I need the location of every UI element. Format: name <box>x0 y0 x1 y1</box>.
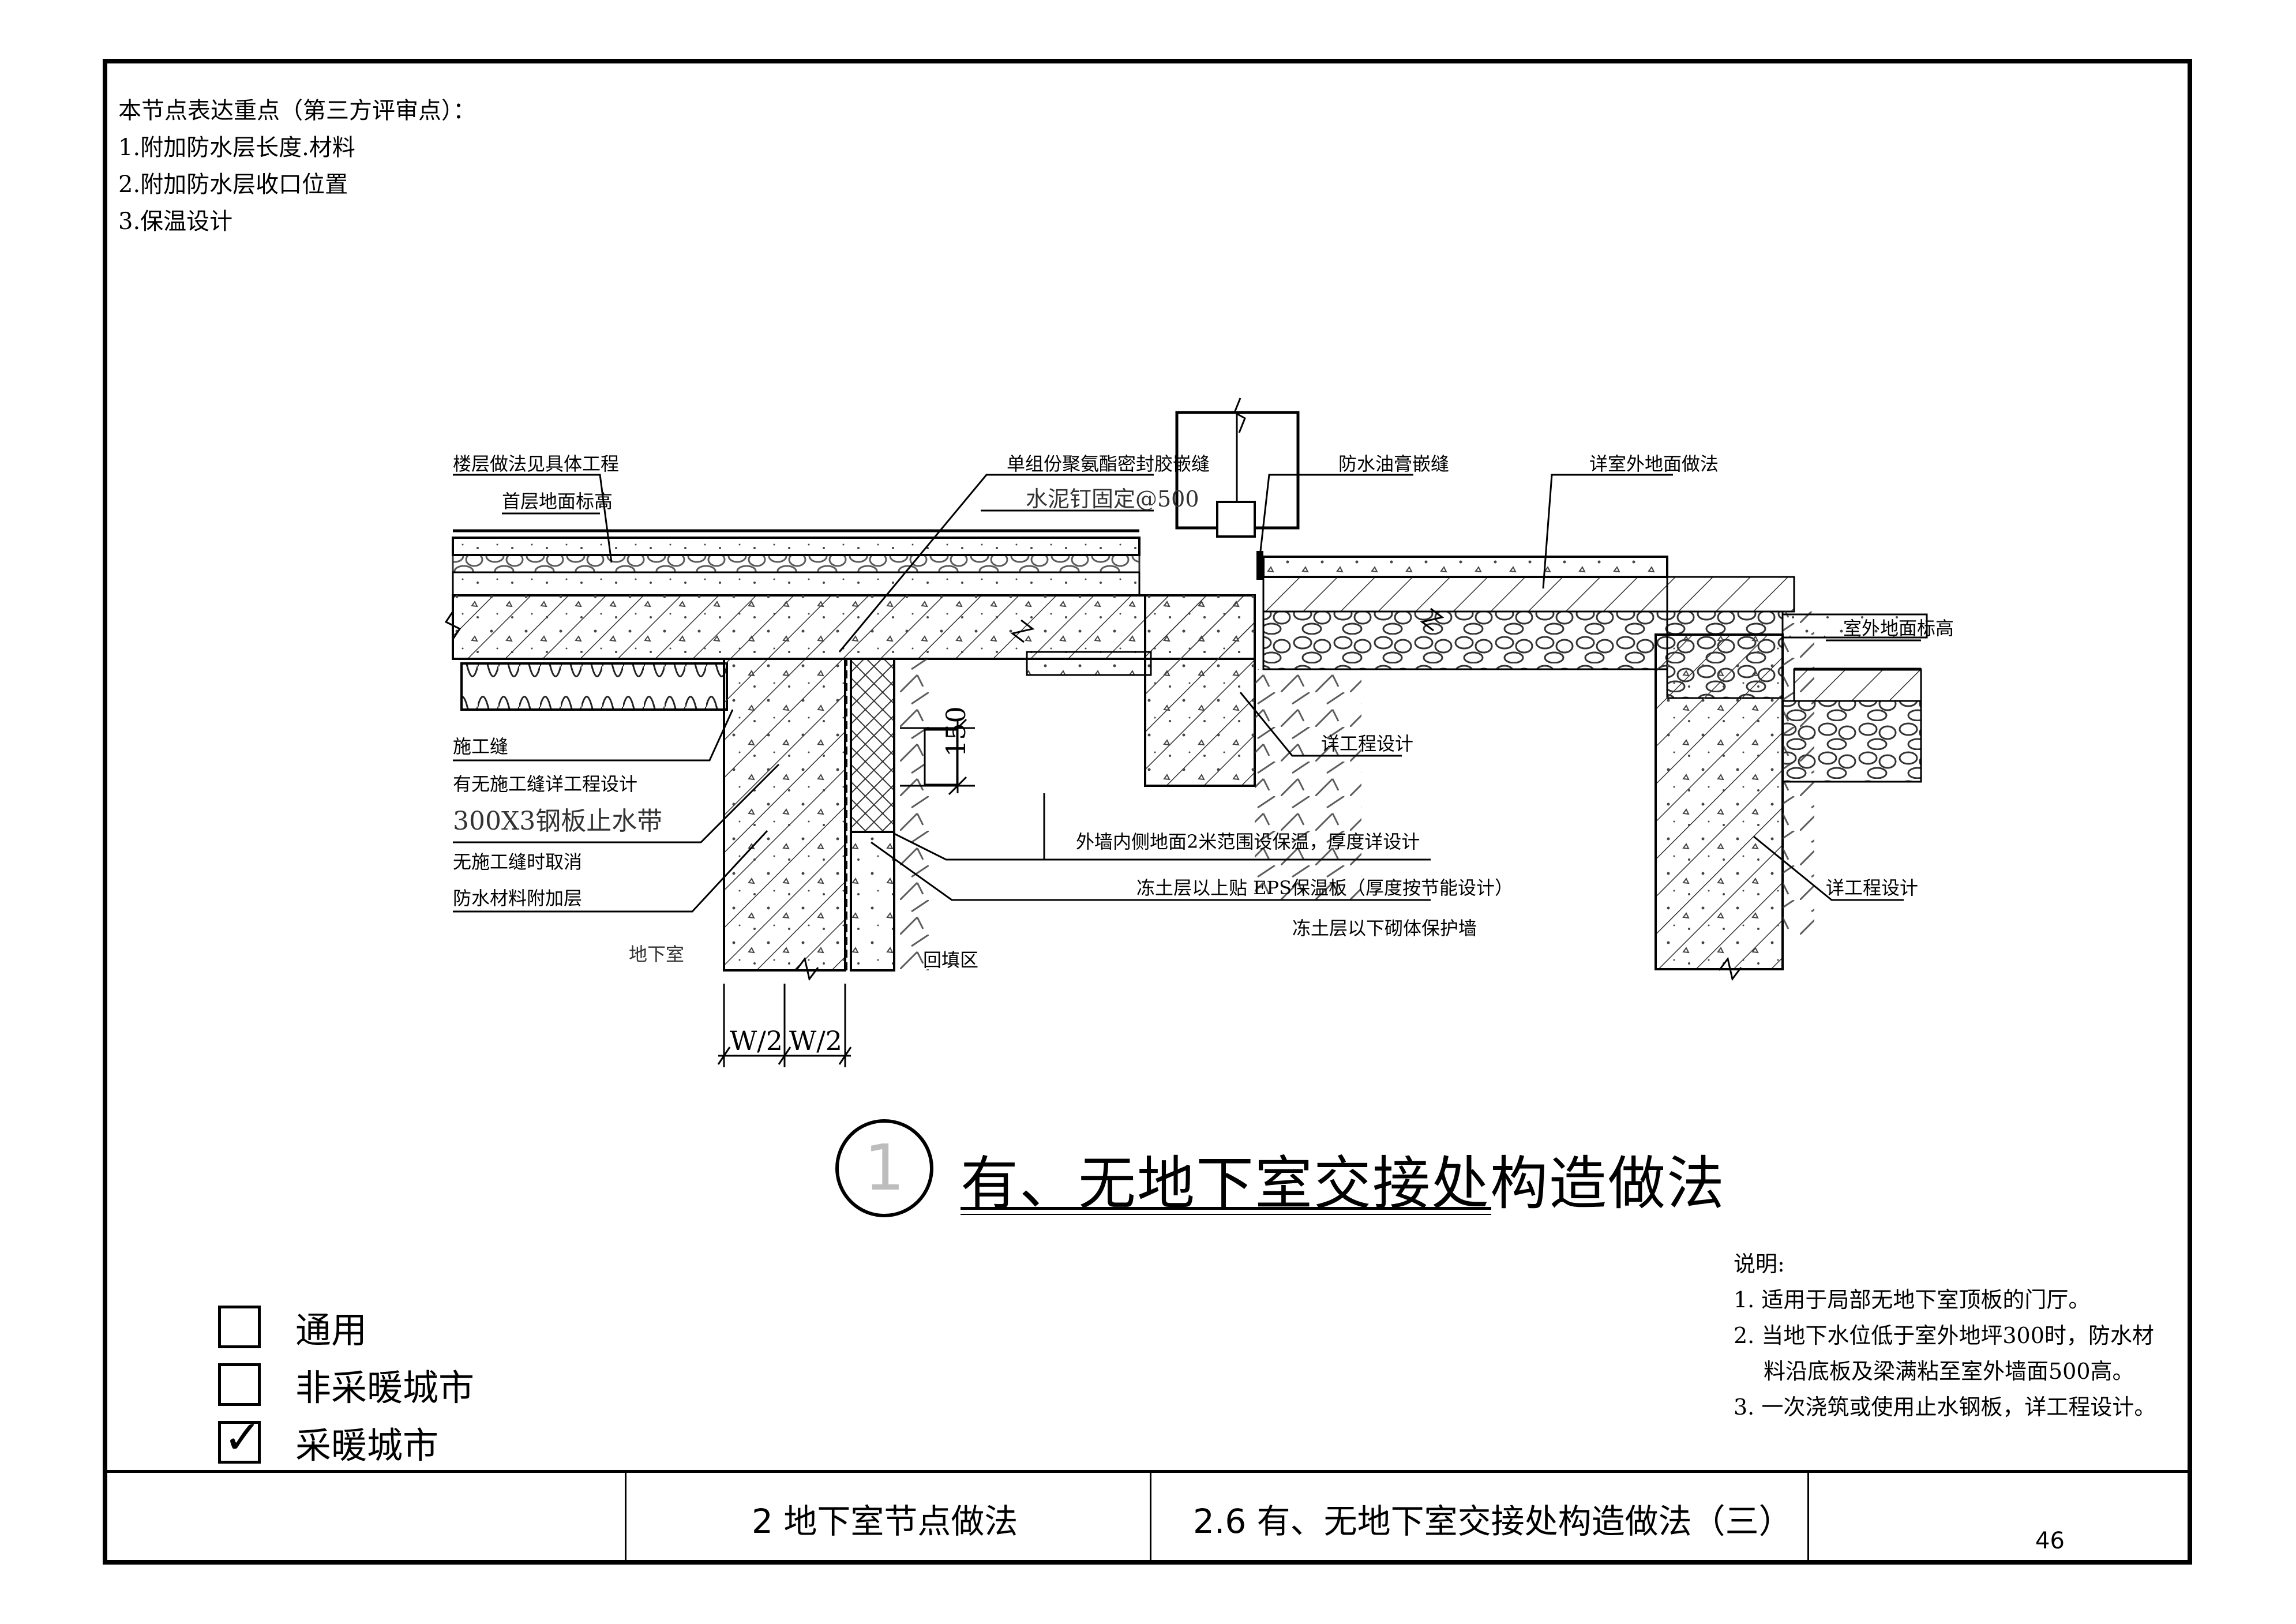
legend-label: 采暖城市 <box>295 1424 439 1467</box>
sheet-frame <box>103 59 2192 1565</box>
title-block-top-border <box>103 1470 2192 1473</box>
legend-item-non-heating[interactable]: 非采暖城市 <box>218 1356 474 1413</box>
label-backfill: 回填区 <box>923 949 978 971</box>
label-construction-joint: 施工缝 <box>453 736 508 757</box>
title-block-section: 2 地下室节点做法 <box>752 1502 1018 1541</box>
legend-label: 通用 <box>295 1309 367 1351</box>
label-waterproof-paste: 防水油膏嵌缝 <box>1338 453 1449 475</box>
applicability-legend: 通用 非采暖城市 ✓ 采暖城市 <box>218 1298 474 1471</box>
checkbox-general[interactable] <box>218 1306 261 1348</box>
title-block-divider <box>625 1470 626 1565</box>
detail-number: 1 <box>864 1131 905 1205</box>
detail-title-underline-thin <box>961 1214 1491 1215</box>
dim-w2-left: W/2 <box>730 1025 783 1056</box>
label-see-project-2: 详工程设计 <box>1826 877 1918 899</box>
explain-line: 料沿底板及梁满粘至室外墙面500高。 <box>1764 1359 2134 1384</box>
title-block: 2 地下室节点做法 2.6 有、无地下室交接处构造做法（三） 46 <box>103 1470 2192 1565</box>
label-sealant-top: 单组份聚氨酯密封胶嵌缝 <box>1007 453 1210 475</box>
label-floor-finish: 楼层做法见具体工程 <box>453 453 619 475</box>
title-block-subsection: 2.6 有、无地下室交接处构造做法（三） <box>1193 1502 1792 1541</box>
explain-heading: 说明: <box>1734 1251 1785 1277</box>
label-wall-insulation: 外墙内侧地面2米范围设保温，厚度详设计 <box>1076 831 1420 853</box>
review-note-item: 2.附加防水层收口位置 <box>118 171 348 198</box>
label-masonry-protect: 冻土层以下砌体保护墙 <box>1292 917 1477 939</box>
label-eps-board: 冻土层以上贴 EPS保温板（厚度按节能设计） <box>1136 877 1513 899</box>
title-block-divider <box>1150 1470 1151 1565</box>
explanation-notes: 说明: 1. 适用于局部无地下室顶板的门厅。 2. 当地下水位低于室外地坪300… <box>1734 1246 2156 1425</box>
page-number: 46 <box>2035 1528 2065 1554</box>
explain-line: 1. 适用于局部无地下室顶板的门厅。 <box>1734 1287 2091 1312</box>
label-joint-see-project: 有无施工缝详工程设计 <box>453 773 637 795</box>
label-outdoor-level: 室外地面标高 <box>1843 617 1954 639</box>
checkbox-non-heating[interactable] <box>218 1363 261 1406</box>
dim-150-label: 150 <box>940 706 971 757</box>
review-note-item: 1.附加防水层长度.材料 <box>118 134 355 161</box>
label-steel-waterstop: 300X3钢板止水带 <box>453 807 662 836</box>
legend-label: 非采暖城市 <box>295 1367 475 1409</box>
label-nail-fix: 水泥钉固定@500 <box>1026 486 1199 512</box>
label-see-project-1: 详工程设计 <box>1321 733 1413 755</box>
dim-w2-right: W/2 <box>789 1025 842 1056</box>
legend-item-heating[interactable]: ✓ 采暖城市 <box>218 1413 474 1471</box>
label-waterproof-extra: 防水材料附加层 <box>453 887 582 909</box>
detail-title-underline <box>961 1207 1491 1210</box>
check-mark-icon: ✓ <box>223 1411 262 1464</box>
review-notes: 本节点表达重点（第三方评审点）： 1.附加防水层长度.材料 2.附加防水层收口位… <box>118 92 476 240</box>
label-first-floor-level: 首层地面标高 <box>502 490 613 512</box>
detail-number-circle <box>835 1119 933 1217</box>
detail-title: 有、无地下室交接处构造做法 <box>961 1150 1725 1217</box>
label-outdoor-floor: 详室外地面做法 <box>1589 453 1719 475</box>
explain-line: 2. 当地下水位低于室外地坪300时，防水材 <box>1734 1323 2154 1348</box>
review-notes-heading: 本节点表达重点（第三方评审点）： <box>118 97 476 124</box>
label-joint-cancel: 无施工缝时取消 <box>453 851 582 873</box>
explain-line: 3. 一次浇筑或使用止水钢板，详工程设计。 <box>1734 1394 2156 1420</box>
title-block-divider <box>1807 1470 1809 1565</box>
label-basement: 地下室 <box>629 943 684 965</box>
legend-item-general[interactable]: 通用 <box>218 1298 474 1356</box>
checkbox-heating[interactable]: ✓ <box>218 1415 262 1464</box>
review-note-item: 3.保温设计 <box>118 208 233 235</box>
